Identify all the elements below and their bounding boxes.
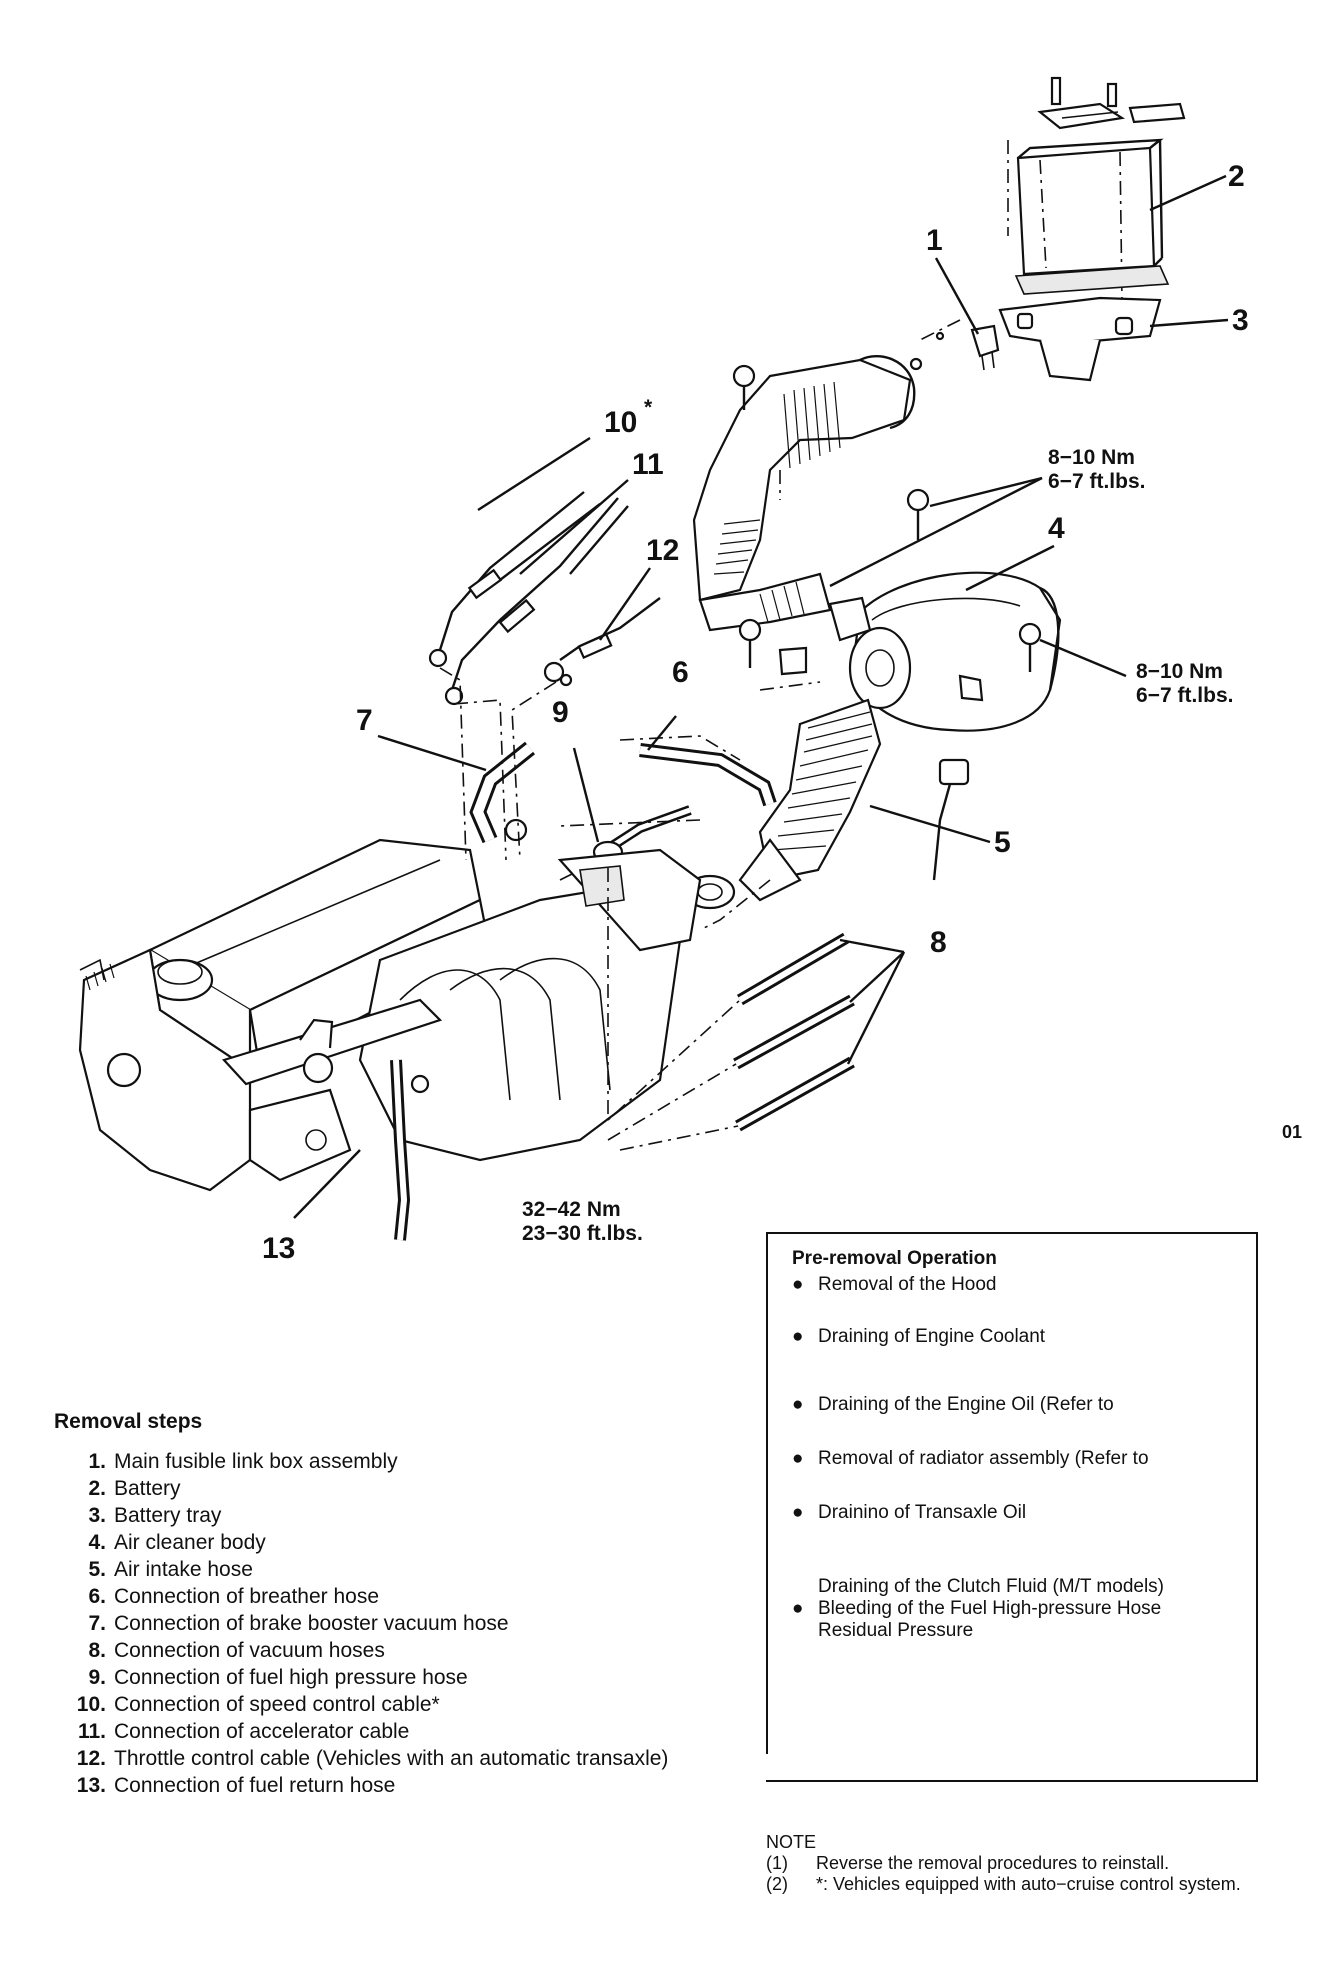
list-item: ●Bleeding of the Fuel High-pressure Hose… [792, 1598, 1162, 1641]
assembly-guide-lines [439, 319, 961, 1151]
page-code: 01 [1282, 1122, 1302, 1142]
vacuum-hoses [733, 932, 855, 1132]
callout-3: 3 [1232, 304, 1249, 337]
throttle-control-cable [543, 597, 661, 687]
engine-assembly [78, 838, 702, 1241]
removal-steps-list: 1.Main fusible link box assembly 2.Batte… [54, 1448, 754, 1799]
battery-hold-down-hardware [1037, 76, 1186, 130]
callout-2: 2 [1228, 160, 1245, 193]
battery-tray [998, 265, 1170, 382]
callout-6: 6 [672, 656, 689, 689]
list-item: 1.Main fusible link box assembly [88, 1450, 398, 1473]
torque-3-ft: 23−30 ft.lbs. [522, 1222, 643, 1245]
callout-4: 4 [1048, 512, 1065, 545]
callout-9: 9 [552, 696, 569, 729]
list-item: 4.Air cleaner body [88, 1531, 266, 1554]
sensor-connector [932, 758, 970, 881]
list-item: 13.Connection of fuel return hose [76, 1774, 396, 1797]
torque-2-nm: 8−10 Nm [1136, 660, 1223, 683]
small-clip [935, 331, 945, 341]
list-item: 5.Air intake hose [88, 1558, 253, 1581]
box-left-border [766, 1234, 768, 1754]
list-item: ●Draining of Engine Coolant [792, 1326, 1046, 1347]
list-item: 6.Connection of breather hose [88, 1585, 380, 1608]
list-item: 2.Battery [88, 1477, 181, 1500]
pre-removal-heading: Pre-removal Operation [792, 1248, 997, 1269]
removal-steps: Removal steps 1.Main fusible link box as… [54, 1410, 754, 1799]
torque-1-nm: 8−10 Nm [1048, 446, 1135, 469]
removal-steps-heading: Removal steps [54, 1410, 203, 1433]
list-item: ●Removal of the Hood [792, 1274, 997, 1295]
accelerator-cable [444, 497, 629, 706]
clutch-fluid-item: Draining of the Clutch Fluid (M/T models… [818, 1576, 1164, 1597]
list-item: ●Drainino of Transaxle Oil [792, 1502, 1027, 1523]
callout-10: 10 [604, 406, 637, 439]
air-intake-hose [738, 698, 882, 902]
callout-1: 1 [926, 224, 943, 257]
list-item: 12.Throttle control cable (Vehicles with… [76, 1747, 669, 1770]
list-item: 9.Connection of fuel high pressure hose [88, 1666, 468, 1689]
note-block: NOTE (1)Reverse the removal procedures t… [766, 1832, 1306, 1895]
note-heading: NOTE [766, 1832, 817, 1852]
air-cleaner-body [828, 571, 1062, 732]
list-item: 8.Connection of vacuum hoses [88, 1639, 385, 1662]
list-item: 7.Connection of brake booster vacuum hos… [88, 1612, 509, 1635]
list-item: ●Removal of radiator assembly (Refer to [792, 1448, 1149, 1469]
torque-2-ft: 6−7 ft.lbs. [1136, 684, 1233, 707]
bracket-clip [778, 646, 808, 676]
small-bolt [909, 357, 923, 371]
air-cleaner-bolt-left [738, 618, 762, 668]
duct-bolt [732, 364, 756, 410]
callout-7: 7 [356, 704, 373, 737]
speed-control-cable [428, 491, 601, 668]
note-line: (1)Reverse the removal procedures to rei… [766, 1853, 1170, 1873]
callout-13: 13 [262, 1232, 295, 1265]
list-item: 3.Battery tray [88, 1504, 222, 1527]
air-cleaner-bolt-top [906, 488, 930, 540]
list-item: ●Draining of the Engine Oil (Refer to [792, 1394, 1114, 1415]
air-cleaner-bolt-right [1018, 622, 1042, 672]
callout-10-asterisk: * [644, 396, 653, 419]
breather-hose [639, 743, 777, 807]
callout-5: 5 [994, 826, 1011, 859]
list-item: 11.Connection of accelerator cable [77, 1720, 410, 1743]
note-line: (2)*: Vehicles equipped with auto−cruise… [766, 1874, 1241, 1894]
pre-removal-operation-box: Pre-removal Operation ●Removal of the Ho… [766, 1232, 1258, 1782]
callout-8: 8 [930, 926, 947, 959]
engine-removal-diagram: 1 2 3 4 5 6 7 8 9 10 * 11 12 13 8−10 Nm … [78, 76, 1302, 1265]
brake-booster-vacuum-hose [469, 741, 535, 844]
torque-1-ft: 6−7 ft.lbs. [1048, 470, 1145, 493]
callout-11: 11 [632, 448, 664, 481]
list-item: 10.Connection of speed control cable* [76, 1693, 440, 1716]
air-intake-duct [692, 355, 916, 632]
torque-3-nm: 32−42 Nm [522, 1198, 621, 1221]
callout-12: 12 [646, 534, 679, 567]
leader-lines [293, 174, 1229, 1219]
